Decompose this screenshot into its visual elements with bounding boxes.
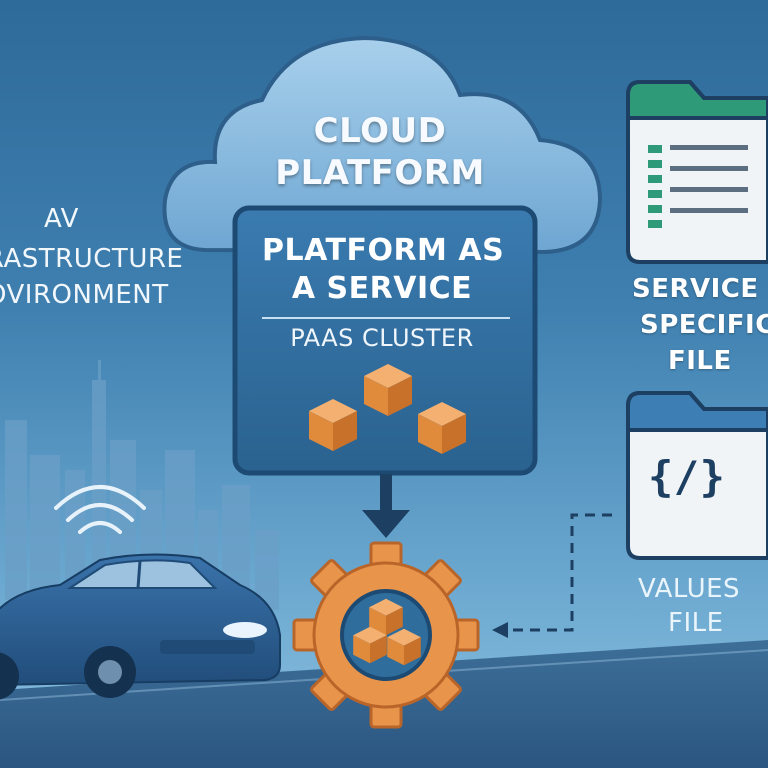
left-label-line3: OVIRONMENT [0, 280, 169, 310]
code-brackets-icon: {/} [648, 452, 726, 501]
down-arrow-icon [362, 474, 410, 538]
left-label-line1: AV [44, 204, 79, 234]
values-file-folder-icon [626, 391, 768, 560]
paas-title-line2: A SERVICE [291, 271, 473, 306]
cloud-title-line2: PLATFORM [275, 153, 485, 193]
service-file-label-line1: SERVICE [632, 274, 759, 304]
service-file-label-line3: FILE [668, 346, 732, 376]
dashed-connector-arrow [492, 513, 612, 638]
service-file-folder-icon [626, 80, 768, 264]
wireless-signal-icon [54, 485, 146, 534]
service-file-label-line2: SPECIFIC [640, 310, 768, 340]
cloud-title-line1: CLOUD [313, 111, 447, 151]
paas-cluster-box [232, 205, 538, 476]
paas-subtitle: PAAS CLUSTER [290, 324, 474, 352]
cluster-cubes [309, 364, 466, 454]
values-file-label-line1: VALUES [638, 574, 741, 604]
gear-icon [292, 541, 480, 729]
paas-title-line1: PLATFORM AS [262, 233, 505, 268]
left-label-line2: RASTRUCTURE [0, 244, 184, 274]
cloud-shape [162, 35, 603, 255]
car-icon [0, 553, 281, 700]
values-file-label-line2: FILE [668, 608, 724, 638]
